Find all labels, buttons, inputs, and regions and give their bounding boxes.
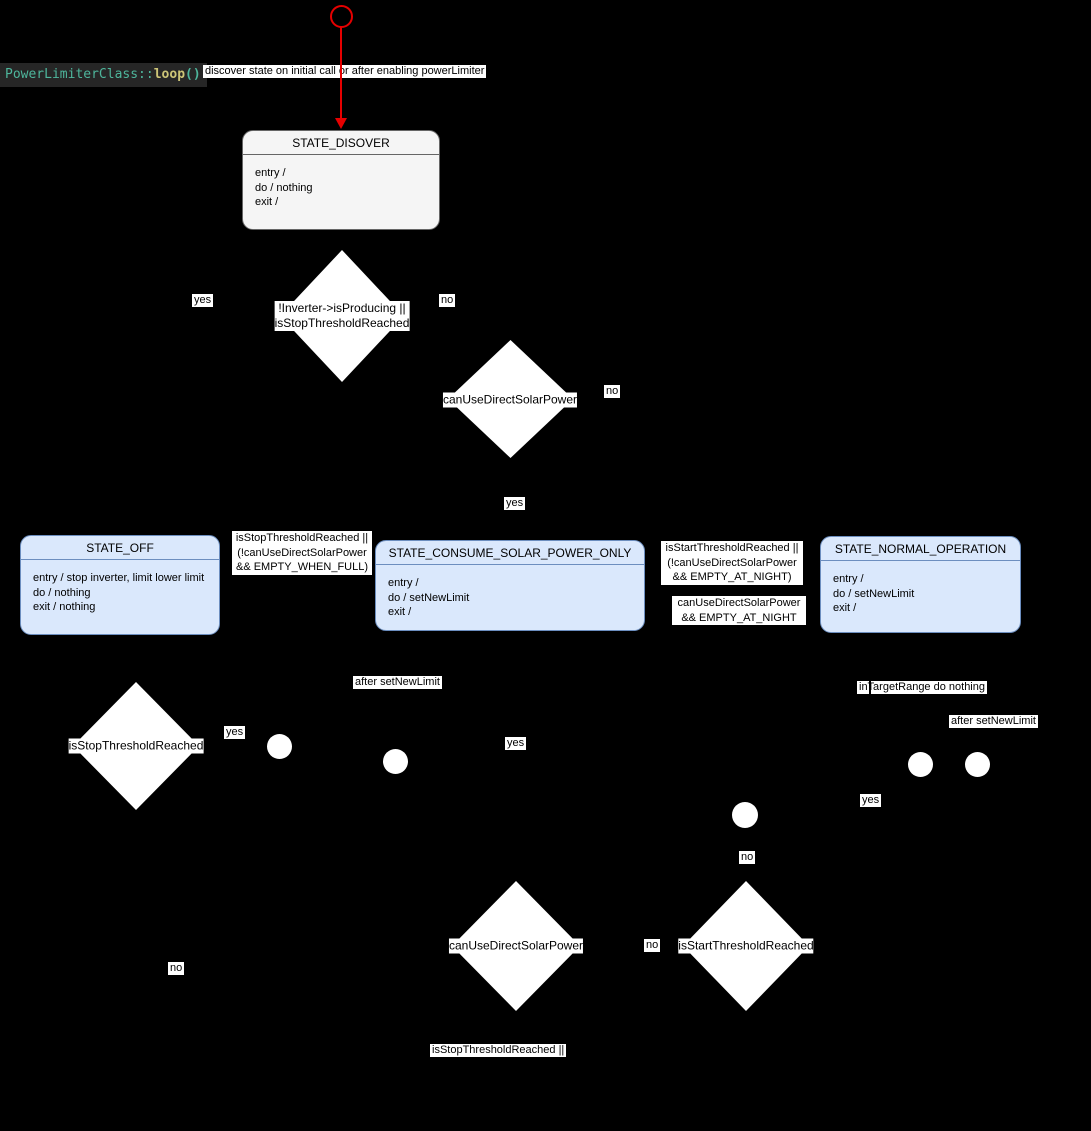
code-method-name: loop (153, 67, 186, 82)
state-off: STATE_OFF entry / stop inverter, limit l… (20, 535, 220, 635)
edge-label-no-5: no (168, 962, 185, 975)
state-discover-do: do / nothing (255, 181, 313, 194)
initial-edge-arrowhead-icon (335, 118, 347, 129)
junction-node-2 (383, 749, 408, 774)
edge-label-yes-4: yes (505, 737, 527, 750)
initial-edge-line (340, 27, 342, 119)
state-normal-operation: STATE_NORMAL_OPERATION entry / do / setN… (820, 536, 1021, 633)
code-parens: () (185, 67, 201, 82)
edge-label-no-1: no (439, 294, 456, 307)
decision-inverter-producing-label: !Inverter->isProducing || isStopThreshol… (274, 301, 410, 331)
edge-label-yes-3: yes (224, 726, 246, 739)
decision-can-use-direct-solar-lower-label: canUseDirectSolarPower (448, 938, 584, 954)
edge-label-guard-to-normal: isStartThresholdReached || (!canUseDirec… (661, 541, 803, 585)
edge-label-initial: discover state on initial call or after … (203, 65, 487, 78)
edge-label-yes-5: yes (860, 794, 882, 807)
code-caption: PowerLimiterClass::loop() (0, 63, 207, 87)
state-normal-title: STATE_NORMAL_OPERATION (821, 537, 1020, 561)
edge-label-no-4: no (644, 939, 661, 952)
state-off-title: STATE_OFF (21, 536, 219, 560)
state-consume-solar-power-only: STATE_CONSUME_SOLAR_POWER_ONLY entry / d… (375, 540, 645, 631)
state-normal-exit: exit / (833, 602, 857, 614)
edge-label-in-target-range: inTargetRange do nothing (857, 681, 987, 694)
state-normal-do: do / setNewLimit (833, 587, 915, 600)
edge-label-guard-to-consume: canUseDirectSolarPower && EMPTY_AT_NIGHT (672, 596, 806, 625)
decision-stop-threshold-label: isStopThresholdReached (68, 738, 204, 754)
state-consume-title: STATE_CONSUME_SOLAR_POWER_ONLY (376, 541, 644, 565)
state-consume-exit: exit / (388, 606, 412, 618)
edge-label-no-2: no (604, 385, 621, 398)
state-discover-title: STATE_DISOVER (243, 131, 439, 155)
state-off-exit: exit / nothing (33, 601, 96, 613)
junction-node-4 (908, 752, 933, 777)
state-off-do: do / nothing (33, 586, 91, 599)
edge-label-after-setnewlimit-1: after setNewLimit (353, 676, 442, 689)
edge-label-guard-bottom: isStopThresholdReached || (430, 1044, 567, 1057)
junction-node-3 (732, 802, 758, 828)
state-consume-do: do / setNewLimit (388, 591, 470, 604)
state-discover-exit: exit / (255, 196, 279, 208)
edge-label-guard-to-off: isStopThresholdReached || (!canUseDirect… (232, 531, 372, 575)
decision-can-use-direct-solar-upper-label: canUseDirectSolarPower (442, 392, 578, 408)
edge-label-after-setnewlimit-2: after setNewLimit (949, 715, 1038, 728)
edge-line-fragment (869, 678, 871, 697)
state-normal-entry: entry / (833, 573, 864, 585)
decision-start-threshold-label: isStartThresholdReached (678, 938, 814, 954)
state-discover: STATE_DISOVER entry / do / nothing exit … (242, 130, 440, 230)
junction-node-5 (965, 752, 990, 777)
code-class-name: PowerLimiterClass:: (5, 67, 154, 82)
edge-label-yes-2: yes (504, 497, 526, 510)
edge-label-yes-1: yes (192, 294, 214, 307)
state-discover-entry: entry / (255, 167, 286, 179)
state-consume-entry: entry / (388, 577, 419, 589)
edge-label-no-3: no (739, 851, 756, 864)
junction-node-1 (267, 734, 292, 759)
initial-state-node (330, 5, 353, 28)
state-off-entry: entry / stop inverter, limit lower limit (33, 572, 205, 584)
